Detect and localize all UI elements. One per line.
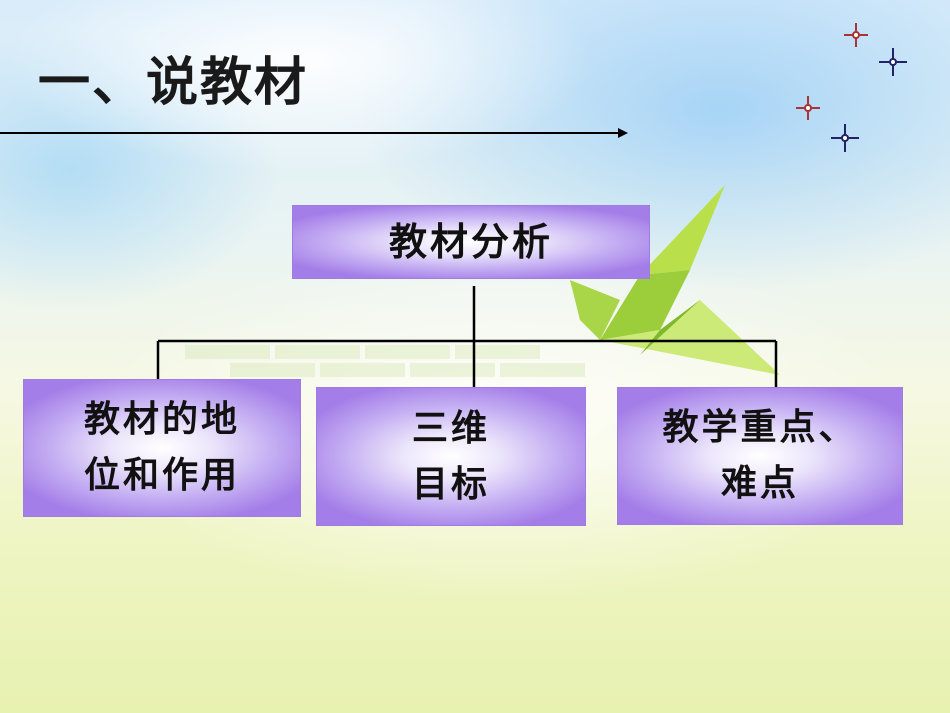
arrowhead-icon — [618, 128, 628, 138]
child-node-label-line2: 位和作用 — [83, 454, 240, 496]
child-node-label-line1: 教学重点、 — [662, 406, 858, 449]
child-node-label-line2: 难点 — [720, 462, 799, 504]
root-node-box: 教材分析 — [292, 205, 650, 279]
child-node-label-line1: 三维 — [411, 406, 490, 449]
root-node-label: 教材分析 — [388, 218, 553, 264]
child-node-box-position: 教材的地 位和作用 — [23, 379, 301, 517]
sparkle-decoration — [796, 23, 907, 152]
child-node-label-line1: 教材的地 — [83, 398, 240, 441]
slide-title: 一、说教材 — [38, 53, 309, 113]
child-node-box-objectives: 三维 目标 — [316, 387, 586, 526]
child-node-label-line2: 目标 — [411, 462, 490, 505]
child-node-box-key-points: 教学重点、 难点 — [617, 387, 903, 525]
